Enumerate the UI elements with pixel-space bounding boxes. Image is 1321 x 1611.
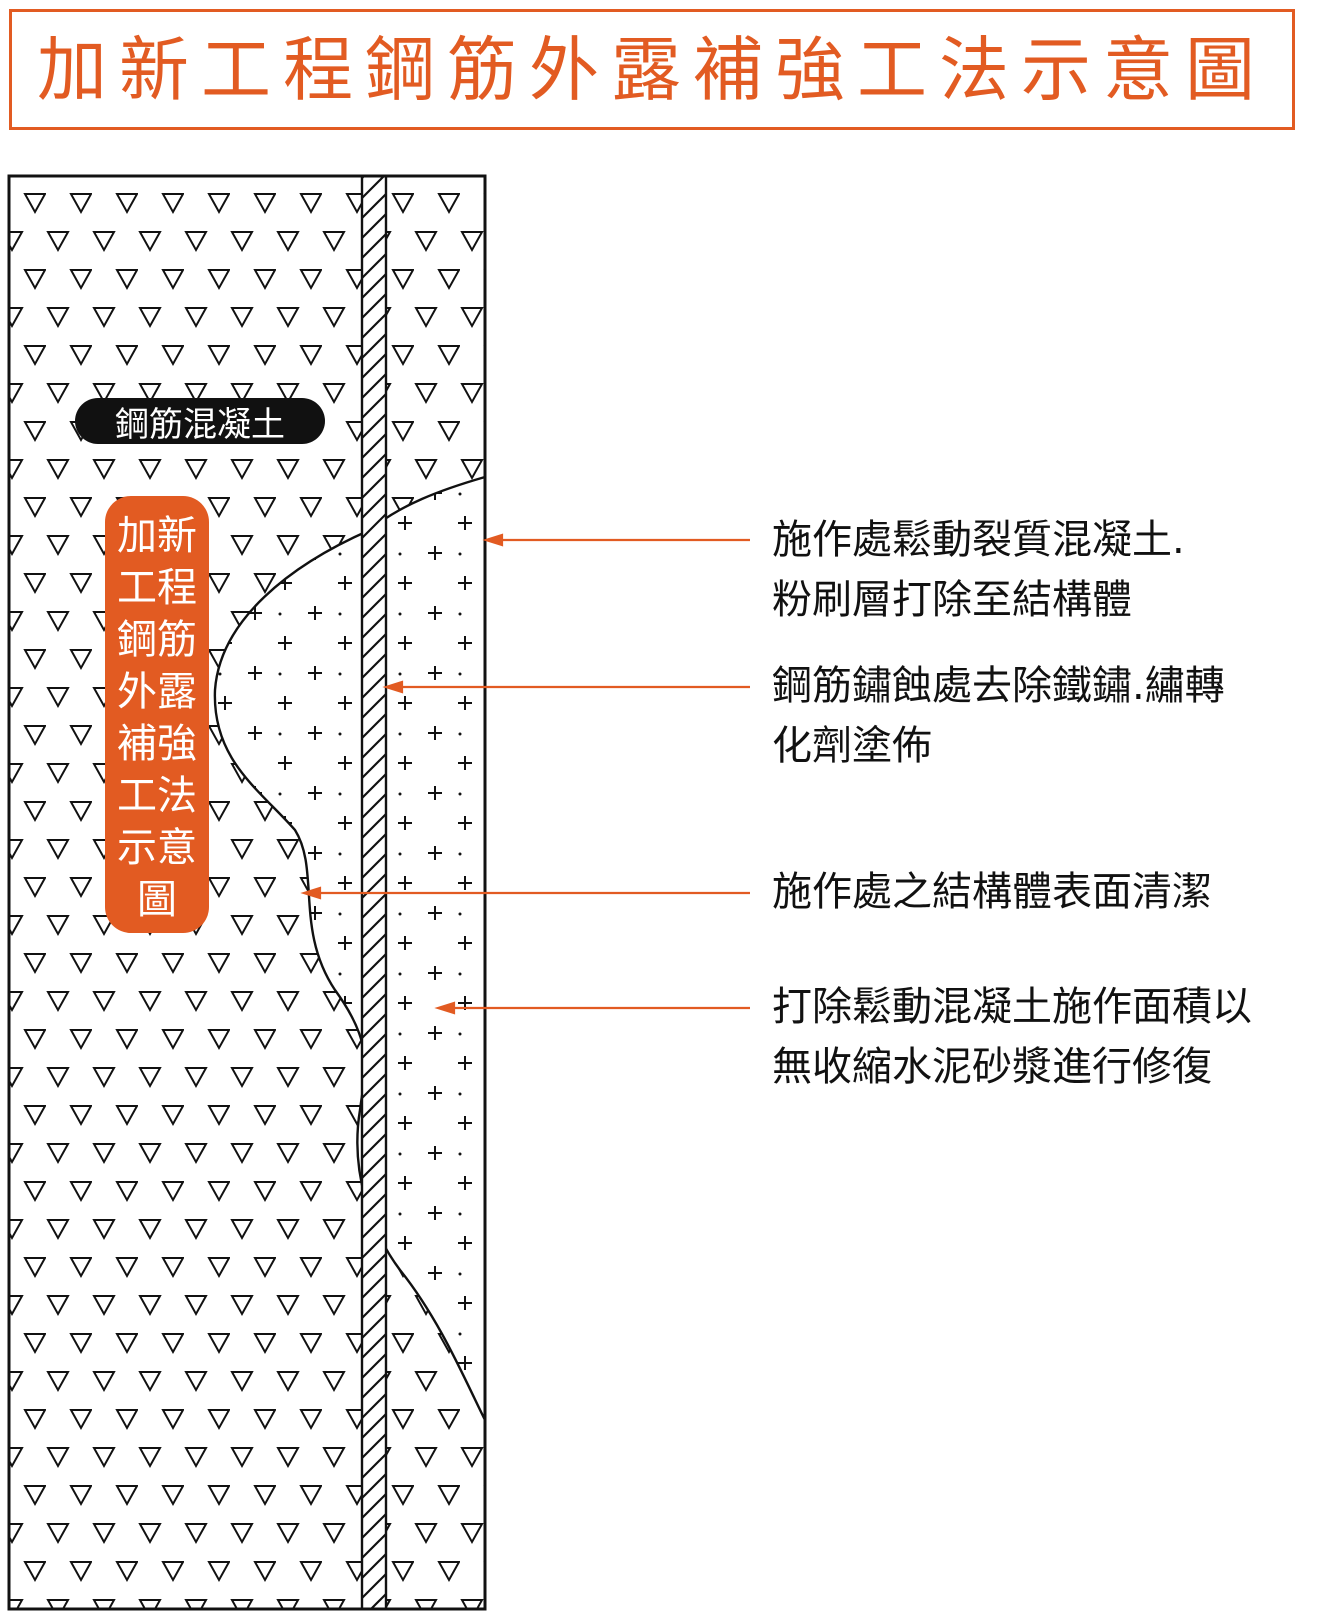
page-title: 加新工程鋼筋外露補強工法示意圖 <box>37 28 1267 111</box>
callout-note-2-line2: 化劑塗佈 <box>772 723 932 769</box>
callout-note-3-line1: 施作處之結構體表面清潔 <box>772 869 1212 915</box>
callout-note-4-line2: 無收縮水泥砂漿進行修復 <box>772 1044 1212 1090</box>
callout-note-1-line1: 施作處鬆動裂質混凝土. <box>772 517 1185 563</box>
callout-note-3: 施作處之結構體表面清潔 <box>772 862 1212 922</box>
callout-note-1: 施作處鬆動裂質混凝土. 粉刷層打除至結構體 <box>772 510 1185 630</box>
callout-note-2: 鋼筋鏽蝕處去除鐵鏽.繡轉 化劑塗佈 <box>772 656 1225 776</box>
callout-arrows <box>300 533 750 1015</box>
reinforced-concrete-label: 鋼筋混凝土 <box>75 398 325 445</box>
callout-note-4: 打除鬆動混凝土施作面積以 無收縮水泥砂漿進行修復 <box>772 977 1252 1097</box>
repair-mortar-hatch <box>213 475 487 1421</box>
callout-note-1-line2: 粉刷層打除至結構體 <box>772 577 1132 623</box>
title-banner: 加新工程鋼筋外露補強工法示意圖 <box>9 9 1295 130</box>
callout-note-2-line1: 鋼筋鏽蝕處去除鐵鏽.繡轉 <box>772 663 1225 709</box>
callout-note-4-line1: 打除鬆動混凝土施作面積以 <box>772 984 1252 1030</box>
vertical-title-badge: 加新工程鋼筋外露補強工法示意圖 <box>105 496 209 933</box>
